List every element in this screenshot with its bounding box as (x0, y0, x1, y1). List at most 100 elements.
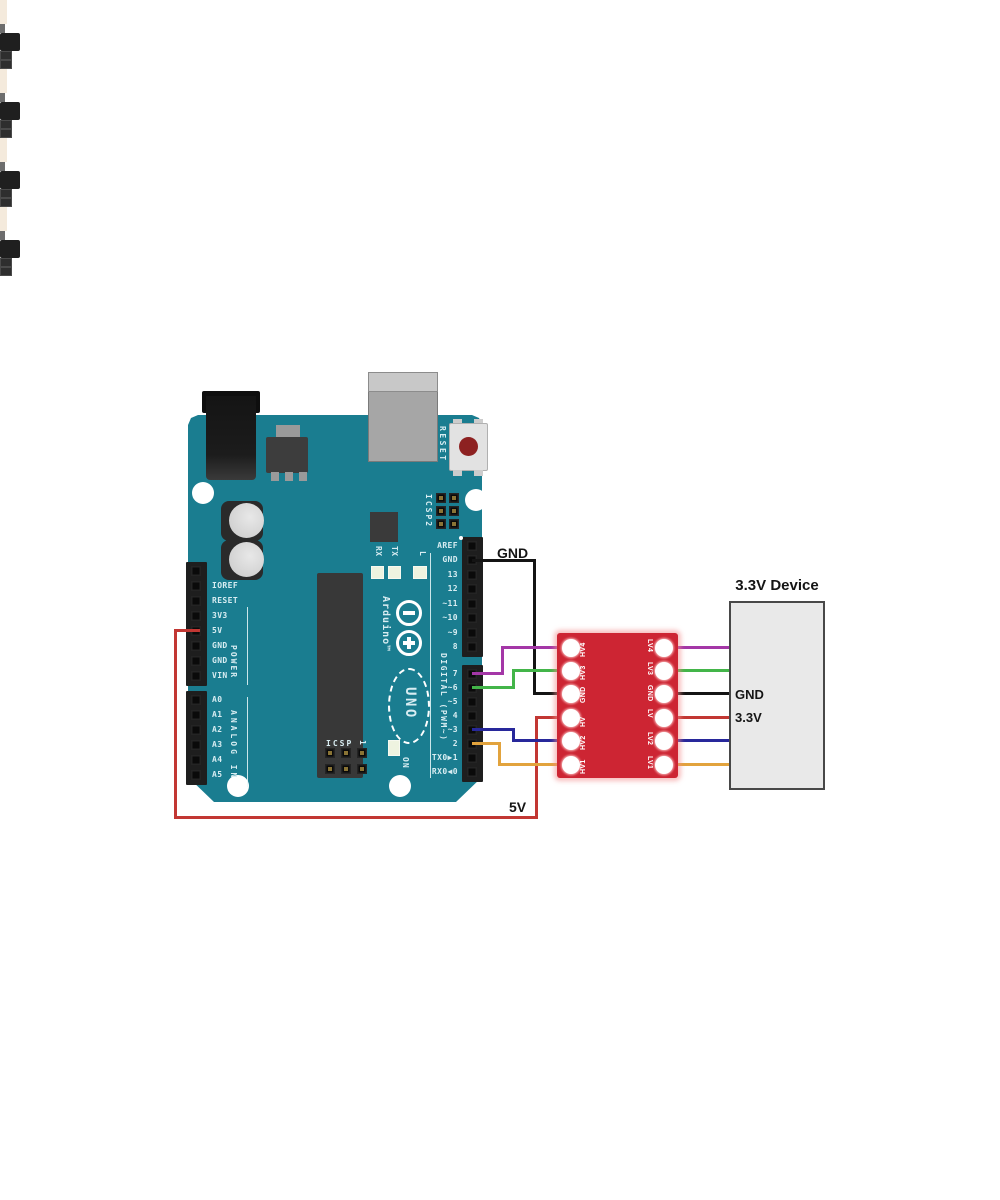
icsp-pin-center (452, 522, 456, 526)
pin-label: A3 (212, 740, 223, 749)
icsp-pin (436, 493, 446, 503)
icsp-pin-center (439, 522, 443, 526)
mosfet-body (0, 33, 20, 51)
converter-lv-pin-label: LV2 (646, 732, 653, 746)
reset-button-tab (474, 419, 483, 425)
converter-lv-pin-label: LV1 (646, 756, 653, 770)
mosfet-leg (0, 99, 5, 102)
logo-minus (403, 611, 415, 615)
converter-pad (562, 639, 580, 657)
mosfet-leg (0, 27, 5, 30)
header-pin (467, 584, 477, 594)
silk-line (247, 607, 249, 685)
smd-pad (0, 75, 7, 81)
pin-label: ~6 (447, 683, 458, 692)
on-led-label: ON (401, 757, 410, 769)
converter-pad (562, 662, 580, 680)
reset-button-cap (459, 437, 478, 456)
regulator-tab (276, 425, 300, 439)
pin-label: 3V3 (212, 611, 228, 620)
smd-pad (0, 0, 7, 6)
wire-d3 (472, 728, 515, 731)
header-pin (191, 641, 201, 651)
pin-label: IOREF (212, 581, 239, 590)
mosfet-leg (0, 30, 5, 33)
resistor-chip (0, 51, 12, 60)
mosfet-leg (0, 93, 5, 96)
header-pin (467, 711, 477, 721)
wire-d6 (512, 669, 565, 672)
header-pin (191, 611, 201, 621)
atmega-chip (317, 573, 363, 778)
wire-d7 (501, 646, 504, 675)
pin-label: 12 (447, 584, 458, 593)
smd-pad (0, 219, 7, 225)
header-pin (467, 628, 477, 638)
icsp2-pin1-dot (459, 536, 463, 540)
wire-d6 (472, 686, 515, 689)
mosfet-body (0, 102, 20, 120)
icsp-pin-center (452, 509, 456, 513)
converter-pad (562, 709, 580, 727)
logo-infinity-bottom (396, 630, 422, 656)
pin-label: 2 (452, 739, 458, 748)
icsp-pin (341, 748, 351, 758)
mounting-hole (465, 489, 487, 511)
header-pin (191, 725, 201, 735)
icsp-pin-center (344, 767, 348, 771)
mounting-hole (389, 775, 411, 797)
converter-lv-pin-label: LV (646, 709, 653, 719)
resistor-chip (0, 60, 12, 69)
pin-label: GND (212, 656, 228, 665)
device-title: 3.3V Device (735, 577, 819, 594)
icsp-pin-center (328, 767, 332, 771)
mosfet-leg (0, 231, 5, 234)
header-pin (467, 753, 477, 763)
icsp-pin (357, 748, 367, 758)
wire-5v (174, 629, 200, 632)
wire-lv-gnd (666, 692, 729, 695)
converter-lv-pin-label: LV3 (646, 662, 653, 676)
converter-pad (655, 756, 673, 774)
icsp-pin-center (439, 509, 443, 513)
resistor-chip (0, 198, 12, 207)
icsp-pin-center (344, 751, 348, 755)
mosfet-leg (0, 165, 5, 168)
digital-header-top (462, 537, 483, 657)
header-pin (467, 697, 477, 707)
device-33v-label: 3.3V (735, 710, 762, 725)
pin-label: TX0▶1 (431, 753, 458, 762)
converter-pad (655, 732, 673, 750)
silk-line (247, 697, 249, 787)
capacitor-top (229, 542, 264, 577)
resistor-chip (0, 120, 12, 129)
uno-oval (388, 668, 430, 744)
l-led (413, 566, 427, 579)
smd-pad (0, 12, 7, 18)
icsp-pin-center (439, 496, 443, 500)
converter-pad (562, 685, 580, 703)
pin-label: VIN (212, 671, 228, 680)
mosfet-leg (0, 162, 5, 165)
pin-label: RX0◀0 (431, 767, 458, 776)
mosfet-body (0, 240, 20, 258)
tx-led-label: TX (390, 546, 399, 557)
smd-pad (0, 150, 7, 156)
header-pin (191, 740, 201, 750)
smd-pad (0, 156, 7, 162)
silk-line (430, 553, 432, 778)
icsp-pin (449, 506, 459, 516)
regulator-leg (285, 472, 293, 481)
pin-label: GND (442, 555, 458, 564)
header-pin (191, 656, 201, 666)
wire-label-gnd: GND (497, 545, 529, 561)
converter-pad (562, 756, 580, 774)
mosfet-leg (0, 24, 5, 27)
mosfet-leg (0, 168, 5, 171)
icsp-pin (341, 764, 351, 774)
converter-hv-pin-label: HV3 (580, 665, 587, 680)
header-pin (467, 642, 477, 652)
header-pin (467, 613, 477, 623)
pin-label: ~10 (442, 613, 458, 622)
icsp-pin1-label: 1 (358, 740, 367, 746)
